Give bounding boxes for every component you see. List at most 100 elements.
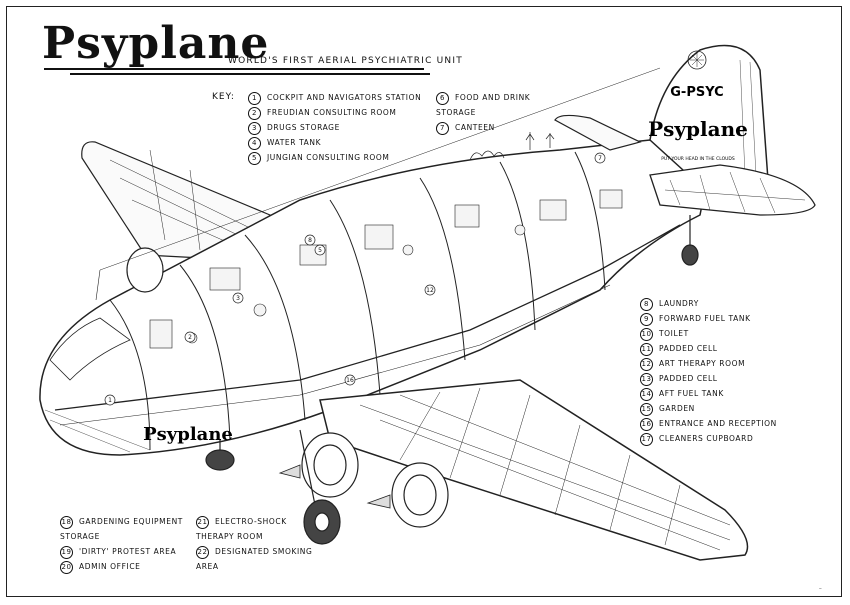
svg-text:2: 2: [188, 334, 192, 341]
key-item: 10 TOILET: [640, 326, 800, 341]
key-number: 14: [640, 387, 653, 401]
tail-plane-near: [649, 164, 816, 216]
key-item: 2 FREUDIAN CONSULTING ROOM: [248, 105, 428, 120]
svg-text:16: 16: [346, 377, 354, 384]
key-number: 12: [640, 357, 653, 371]
key-number: 15: [640, 402, 653, 416]
key-item: 7 CANTEEN: [436, 120, 546, 135]
tail-fin: [649, 44, 769, 191]
key-item: 12 ART THERAPY ROOM: [640, 356, 800, 371]
key-number: 16: [640, 417, 653, 431]
key-number: 6: [436, 91, 449, 105]
cabin-floor: [54, 224, 681, 411]
key-number: 18: [60, 515, 73, 529]
title-underline: [44, 68, 424, 70]
svg-text:1: 1: [108, 397, 112, 404]
page-subtitle: WORLD'S FIRST AERIAL PSYCHIATRIC UNIT: [228, 56, 463, 66]
aircraft-registration: G-PSYC: [670, 85, 723, 100]
key-text: PADDED CELL: [659, 344, 718, 353]
key-text: ADMIN OFFICE: [79, 562, 141, 571]
key-text: ART THERAPY ROOM: [659, 359, 746, 368]
tail-plane-far: [554, 114, 642, 151]
marker-7: 7: [594, 152, 606, 164]
key-text: 'DIRTY' PROTEST AREA: [79, 547, 177, 556]
nose-logo: Psyplane: [143, 424, 233, 445]
marker-12: 12: [424, 284, 436, 296]
key-text: GARDENING EQUIPMENT STORAGE: [60, 517, 183, 541]
key-item: 3 DRUGS STORAGE: [248, 120, 428, 135]
svg-text:5: 5: [318, 247, 322, 254]
title-underline-2: [70, 73, 430, 75]
key-text: DESIGNATED SMOKING AREA: [196, 547, 313, 571]
artist-signature: ~: [818, 586, 822, 591]
marker-8: 8: [304, 234, 316, 246]
svg-text:7: 7: [598, 155, 602, 162]
key-number: 8: [640, 297, 653, 311]
key-text: ENTRANCE AND RECEPTION: [659, 419, 777, 428]
marker-3: 3: [232, 292, 244, 304]
key-number: 13: [640, 372, 653, 386]
key-number: 7: [436, 121, 449, 135]
key-number: 17: [640, 432, 653, 446]
svg-text:12: 12: [426, 287, 434, 294]
key-number: 10: [640, 327, 653, 341]
key-label: KEY:: [212, 92, 235, 102]
cockpit-windows: [49, 317, 131, 381]
key-number: 21: [196, 515, 209, 529]
key-number: 1: [248, 91, 261, 105]
key-item: 16 ENTRANCE AND RECEPTION: [640, 416, 800, 431]
key-item: 8 LAUNDRY: [640, 296, 800, 311]
marker-1: 1: [104, 394, 116, 406]
key-item: 13 PADDED CELL: [640, 371, 800, 386]
key-number: 19: [60, 545, 73, 559]
key-item: 9 FORWARD FUEL TANK: [640, 311, 800, 326]
key-text: TOILET: [659, 329, 689, 338]
key-text: DRUGS STORAGE: [267, 123, 340, 132]
key-text: CLEANERS CUPBOARD: [659, 434, 754, 443]
key-list-cockpit-section: 1 COCKPIT AND NAVIGATORS STATION 2 FREUDIAN…: [248, 90, 428, 165]
key-item: 19 'DIRTY' PROTEST AREA: [60, 544, 190, 559]
key-text: PADDED CELL: [659, 374, 718, 383]
key-text: LAUNDRY: [659, 299, 699, 308]
key-number: 22: [196, 545, 209, 559]
svg-text:8: 8: [308, 237, 312, 244]
key-number: 4: [248, 136, 261, 150]
key-number: 2: [248, 106, 261, 120]
key-text: AFT FUEL TANK: [659, 389, 724, 398]
tail-logo: Psyplane: [648, 117, 748, 141]
key-item: 14 AFT FUEL TANK: [640, 386, 800, 401]
marker-5: 5: [314, 244, 326, 256]
marker-2: 2: [184, 331, 196, 343]
key-text: COCKPIT AND NAVIGATORS STATION: [267, 93, 422, 102]
key-text: FREUDIAN CONSULTING ROOM: [267, 108, 397, 117]
svg-text:3: 3: [236, 295, 240, 302]
key-text: FOOD AND DRINK STORAGE: [436, 93, 531, 117]
landing-gear: [205, 215, 699, 545]
key-text: FORWARD FUEL TANK: [659, 314, 751, 323]
key-number: 9: [640, 312, 653, 326]
key-text: JUNGIAN CONSULTING ROOM: [267, 153, 390, 162]
key-text: CANTEEN: [455, 123, 495, 132]
key-item: 1 COCKPIT AND NAVIGATORS STATION: [248, 90, 428, 105]
engine-nacelles: [126, 247, 449, 528]
key-number: 3: [248, 121, 261, 135]
far-wing: [81, 141, 271, 261]
key-item: 17 CLEANERS CUPBOARD: [640, 431, 800, 446]
key-text: ELECTRO-SHOCK THERAPY ROOM: [196, 517, 287, 541]
key-number: 5: [248, 151, 261, 165]
rooftop-garden: [469, 132, 555, 161]
marker-16: 16: [344, 374, 356, 386]
